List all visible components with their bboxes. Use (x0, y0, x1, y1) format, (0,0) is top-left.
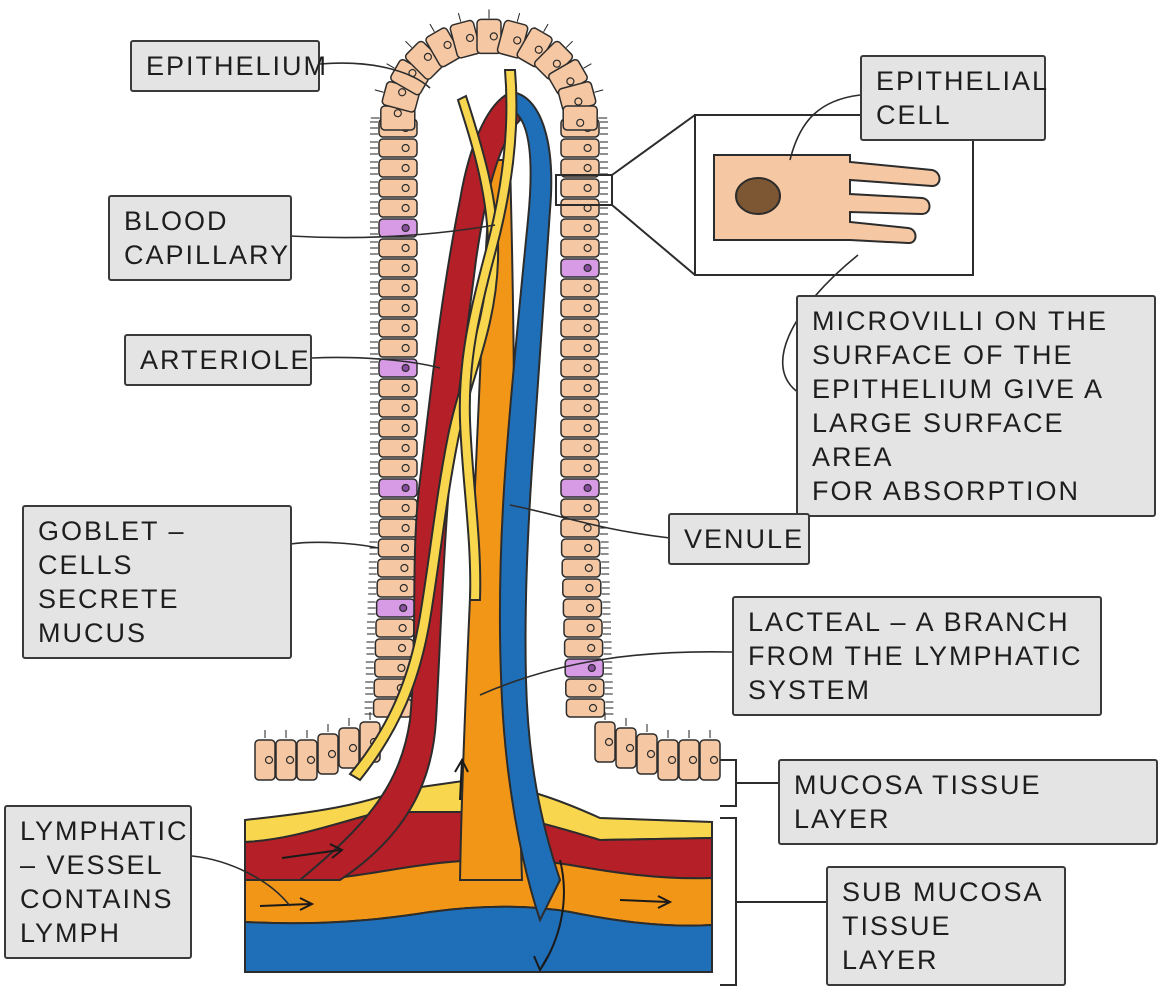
epithelial-cell (379, 339, 417, 357)
epithelial-cell (562, 539, 600, 557)
epithelial-cell (561, 199, 599, 217)
epithelial-cell (565, 639, 603, 657)
epithelial-cell (679, 740, 699, 780)
epithelial-cell (377, 579, 415, 597)
epithelial-cell (379, 419, 417, 437)
epithelial-cell (562, 559, 600, 577)
label-arteriole: ARTERIOLE (124, 334, 312, 386)
epithelial-cell (561, 319, 599, 337)
goblet-cell (377, 599, 415, 617)
label-epithelial-cell: EPITHELIAL CELL (860, 55, 1046, 141)
label-goblet-cells: GOBLET – CELLS SECRETE MUCUS (22, 505, 292, 659)
epithelial-cell (561, 499, 599, 517)
epithelial-cell (379, 259, 417, 277)
epithelial-cell (561, 439, 599, 457)
epithelial-cell (276, 740, 296, 780)
epithelial-cell (318, 734, 338, 774)
epithelial-cell (379, 459, 417, 477)
epithelial-cell (375, 639, 413, 657)
epithelial-cell (700, 740, 720, 780)
epithelial-cell (561, 179, 599, 197)
epithelial-cell (563, 599, 601, 617)
epithelial-cell (561, 239, 599, 257)
epithelial-cell (561, 359, 599, 377)
epithelial-cell (379, 279, 417, 297)
epithelial-cell (379, 379, 417, 397)
epithelial-cell (379, 299, 417, 317)
epithelial-cell (379, 499, 417, 517)
epithelial-cell (561, 379, 599, 397)
epithelial-cell (563, 106, 597, 130)
epithelial-cell (561, 279, 599, 297)
label-lymphatic-vessel: LYMPHATIC – VESSEL CONTAINS LYMPH (4, 805, 192, 959)
epithelial-cell (379, 399, 417, 417)
goblet-cell (379, 219, 417, 237)
epithelial-cell (379, 439, 417, 457)
epithelial-cell (566, 679, 604, 697)
inset-nucleus (736, 178, 780, 214)
epithelial-cell (378, 539, 416, 557)
epithelial-cell (564, 619, 602, 637)
epithelial-cell (561, 419, 599, 437)
epithelial-cell (297, 740, 317, 780)
label-microvilli: MICROVILLI ON THE SURFACE OF THE EPITHEL… (796, 295, 1156, 517)
epithelial-cell (616, 728, 636, 768)
epithelial-cell (561, 399, 599, 417)
epithelial-cell (561, 299, 599, 317)
epithelial-cell (379, 159, 417, 177)
label-sub-mucosa: SUB MUCOSA TISSUE LAYER (826, 866, 1066, 986)
goblet-cell (561, 259, 599, 277)
epithelial-cell (563, 579, 601, 597)
epithelial-cell (378, 559, 416, 577)
epithelial-cell (658, 740, 678, 780)
epithelial-cell (255, 740, 275, 780)
epithelial-cell (561, 219, 599, 237)
epithelial-cell (561, 339, 599, 357)
epithelial-cell (595, 722, 615, 762)
epithelial-cell (376, 619, 414, 637)
epithelial-cell (339, 728, 359, 768)
label-epithelium: EPITHELIUM (130, 40, 320, 92)
label-venule: VENULE (668, 513, 810, 565)
epithelial-cell (379, 199, 417, 217)
goblet-cell (379, 479, 417, 497)
label-blood-capillary: BLOOD CAPILLARY (108, 195, 292, 281)
epithelial-cell (379, 179, 417, 197)
epithelial-cell (637, 734, 657, 774)
epithelial-cell (561, 459, 599, 477)
epithelial-cell (379, 519, 417, 537)
label-mucosa: MUCOSA TISSUE LAYER (778, 759, 1158, 845)
epithelial-cell (379, 319, 417, 337)
goblet-cell (565, 659, 603, 677)
goblet-cell (561, 479, 599, 497)
epithelial-cell (566, 699, 604, 717)
epithelial-cell (379, 239, 417, 257)
label-lacteal: LACTEAL – A BRANCH FROM THE LYMPHATIC SY… (732, 596, 1102, 716)
epithelial-cell (561, 139, 599, 157)
epithelial-cell (379, 139, 417, 157)
